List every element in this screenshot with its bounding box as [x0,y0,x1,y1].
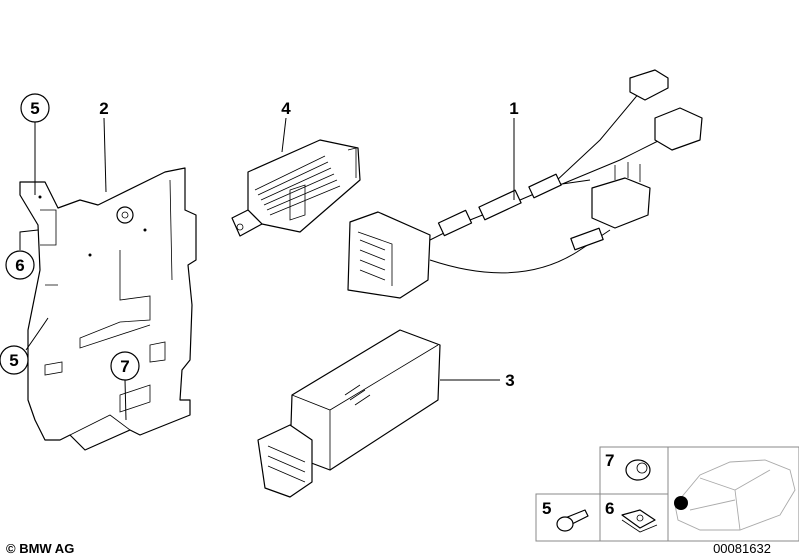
inset-label-6: 6 [605,499,614,518]
callout-2: 2 [99,99,108,118]
callout-label: 7 [120,357,129,376]
electronic-box[interactable] [257,329,441,498]
callout-label: 5 [30,99,39,118]
leader-lines [19,117,515,421]
callout-1: 1 [509,99,518,118]
inset-label-7: 7 [605,451,614,470]
callout-4: 4 [281,99,291,118]
callout-label: 6 [15,256,24,275]
inset-label-5: 5 [542,499,551,518]
nut-icon [625,459,651,481]
car-location-icon [674,459,796,531]
mounting-bracket[interactable] [19,167,197,451]
bolt-icon [556,509,589,532]
callout-7: 7 [110,351,140,381]
callout-3: 3 [505,371,514,390]
callout-6: 6 [5,250,35,280]
callout-5-top: 5 [20,93,50,123]
hardware-inset: 7 5 6 [535,446,799,542]
copyright: © BMW AG [6,541,74,556]
callout-5-side: 5 [0,345,29,375]
clip-nut-icon [621,509,658,533]
cable-harness[interactable] [347,69,703,299]
reference-number: 00081632 [713,541,771,556]
callout-label: 5 [9,351,18,370]
control-unit-module[interactable] [231,139,361,237]
